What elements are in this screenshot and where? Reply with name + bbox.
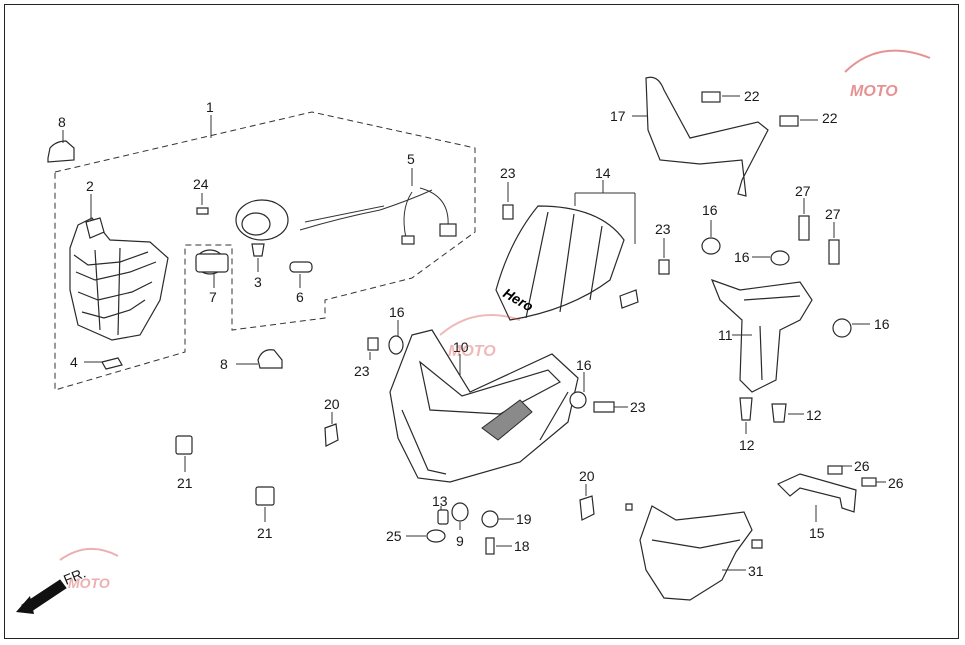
callout-15: 15 (809, 525, 825, 541)
bolt-22-lower (779, 115, 818, 127)
clip-19 (481, 510, 514, 528)
callout-12-right: 12 (806, 407, 822, 423)
grommet-16-cowl-right (569, 372, 587, 409)
callout-13: 13 (432, 493, 448, 509)
bolt-22-upper (701, 91, 740, 103)
bushing-12-right (771, 403, 804, 423)
bolt-26-upper (827, 465, 852, 475)
watermark-text-top: MOTO (850, 83, 898, 100)
bushing-12-left (739, 397, 753, 434)
assembly-1-boundary (54, 111, 476, 391)
callout-25: 25 (386, 528, 402, 544)
callout-20-left: 20 (324, 396, 340, 412)
headlamp-2 (69, 194, 169, 341)
callout-23-cowl-right: 23 (630, 399, 646, 415)
callout-27-right: 27 (825, 206, 841, 222)
clip-21-upper (175, 435, 193, 472)
grommet-8-lower (236, 349, 283, 369)
nut-4 (84, 357, 123, 370)
front-direction-label: FR. (61, 564, 88, 587)
callout-6: 6 (296, 289, 304, 305)
callout-19: 19 (516, 511, 532, 527)
front-cowl-10 (389, 329, 579, 483)
screw-23-visor-left (502, 182, 514, 220)
callout-21-lower: 21 (257, 525, 273, 541)
callout-24: 24 (193, 176, 209, 192)
callout-9: 9 (456, 533, 464, 549)
callout-16-cowl-left: 16 (389, 304, 405, 320)
clip-20-right (579, 484, 595, 521)
lower-cowl-31 (625, 503, 763, 601)
callout-7: 7 (209, 289, 217, 305)
callout-20-right: 20 (579, 468, 595, 484)
screw-18 (485, 537, 512, 555)
bulb-6 (289, 261, 313, 288)
bracket-17 (632, 76, 769, 197)
callout-8-top: 8 (58, 114, 66, 130)
grommet-16-bracket-c (832, 318, 870, 338)
callout-2: 2 (86, 178, 94, 194)
bolt-26-lower (861, 477, 886, 487)
clip-21-lower (255, 486, 275, 522)
screw-23-cowl-right (593, 401, 628, 413)
callout-16-bracket-b: 16 (734, 249, 750, 265)
screw-23-visor-right (658, 238, 670, 275)
collar-13 (437, 506, 449, 525)
callout-5: 5 (407, 151, 415, 167)
bolt-27-right (828, 222, 840, 265)
bracket-11 (710, 278, 813, 393)
callout-10: 10 (453, 339, 469, 355)
callout-22-lower: 22 (822, 110, 838, 126)
callout-26-upper: 26 (854, 458, 870, 474)
front-direction-arrow (16, 579, 67, 614)
diagram-border (4, 4, 959, 639)
screw-24 (196, 193, 209, 215)
callout-22-upper: 22 (744, 88, 760, 104)
callout-1: 1 (206, 99, 214, 115)
watermark-logo-center: MOTO (439, 314, 521, 360)
grommet-8-top (47, 130, 75, 163)
callout-16-cowl-right: 16 (576, 357, 592, 373)
callout-14: 14 (595, 165, 611, 181)
callout-3: 3 (254, 274, 262, 290)
grommet-16-bracket-b (752, 250, 790, 266)
callout-16-bracket-c: 16 (874, 316, 890, 332)
callout-12-left: 12 (739, 437, 755, 453)
callout-8-lower: 8 (220, 356, 228, 372)
clip-20-left (324, 412, 339, 447)
wire-harness-5 (299, 168, 457, 245)
stay-15 (776, 473, 857, 522)
callout-23-cowl-left: 23 (354, 363, 370, 379)
callout-21-upper: 21 (177, 475, 193, 491)
watermark-text-center: MOTO (448, 343, 496, 360)
callout-18: 18 (514, 538, 530, 554)
cover-3 (235, 199, 289, 272)
grommet-16-bracket-a (701, 220, 721, 255)
callout-27-left: 27 (795, 183, 811, 199)
callout-11: 11 (718, 327, 733, 343)
callout-23-visor-right: 23 (655, 221, 671, 237)
washer-25 (406, 529, 446, 543)
watermark-logo-bottom-left: MOTO (59, 547, 119, 591)
grommet-9 (451, 502, 469, 530)
pad-visor (619, 289, 639, 309)
grommet-16-cowl-left (388, 320, 404, 355)
callout-16-bracket-a: 16 (702, 202, 718, 218)
bolt-27-left (798, 198, 810, 241)
watermark-logo-top-right: MOTO (844, 49, 931, 100)
callout-31: 31 (748, 563, 764, 579)
visor-14: Hero (495, 180, 636, 321)
bulb-7 (195, 249, 229, 288)
callout-17: 17 (610, 108, 626, 124)
callout-4: 4 (70, 354, 78, 370)
screw-23-cowl-left (367, 337, 379, 360)
watermark-text-bottom: MOTO (68, 575, 110, 591)
callout-26-lower: 26 (888, 475, 904, 491)
callout-23-visor-left: 23 (500, 165, 516, 181)
